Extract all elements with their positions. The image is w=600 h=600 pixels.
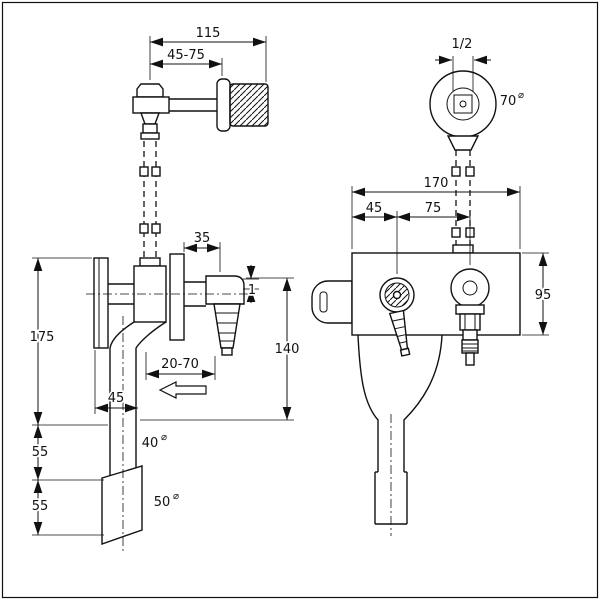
dia-symbol-handwheel: ⌀ <box>518 90 524 101</box>
mounting-slot <box>319 291 328 313</box>
dim-width-centers-label: 75 <box>425 201 442 216</box>
hose-elbow <box>205 275 245 356</box>
dim-depth-total-label: 115 <box>196 26 221 41</box>
handwheel-front <box>429 70 497 151</box>
dim-depth-adjust-lower-label: 20-70 <box>161 357 199 372</box>
dimension-annotations: 115 45-75 1/2 70 ⌀ 170 45 75 35 1 95 175… <box>28 24 553 536</box>
dim-outlet-offset-label: 35 <box>194 231 211 246</box>
dim-width-total-label: 170 <box>424 176 449 191</box>
hose-valve-front <box>379 277 415 357</box>
dim-thread-label: 1/2 <box>452 37 473 52</box>
valve-neck <box>446 135 480 151</box>
dim-tailpipe-lower-label: 55 <box>32 499 49 514</box>
dim-outlet-drop-label: 140 <box>275 342 300 357</box>
wall-plate <box>93 257 109 349</box>
dim-height-total-label: 175 <box>30 330 55 345</box>
drain-pipe-lower <box>101 465 143 545</box>
front-view <box>311 70 521 536</box>
handwheel-side <box>229 83 269 127</box>
side-view <box>86 78 269 552</box>
dim-handwheel-dia-label: 70 <box>500 94 517 109</box>
dim-width-left-label: 45 <box>366 201 383 216</box>
dim-slope-label: 1 <box>248 283 256 298</box>
mounting-tab <box>311 280 353 324</box>
dim-wall-offset-label: 45 <box>108 391 125 406</box>
outlet-valve-front <box>450 268 490 366</box>
dim-tailpipe-upper-label: 55 <box>32 445 49 460</box>
dim-depth-adjustable-label: 45-75 <box>167 48 205 63</box>
flush-valve-body <box>351 252 521 336</box>
angle-valve <box>132 83 217 140</box>
wall-flange <box>216 78 231 132</box>
dim-pipe-dia-lower-label: 50 <box>154 495 171 510</box>
dia-symbol-lower: ⌀ <box>173 491 179 502</box>
dim-body-height-label: 95 <box>535 288 552 303</box>
supply-hose <box>139 141 161 258</box>
lower-housing <box>357 334 443 525</box>
dim-pipe-dia-upper-label: 40 <box>142 436 159 451</box>
dia-symbol-upper: ⌀ <box>161 432 167 443</box>
adjust-direction-arrow <box>158 381 207 399</box>
